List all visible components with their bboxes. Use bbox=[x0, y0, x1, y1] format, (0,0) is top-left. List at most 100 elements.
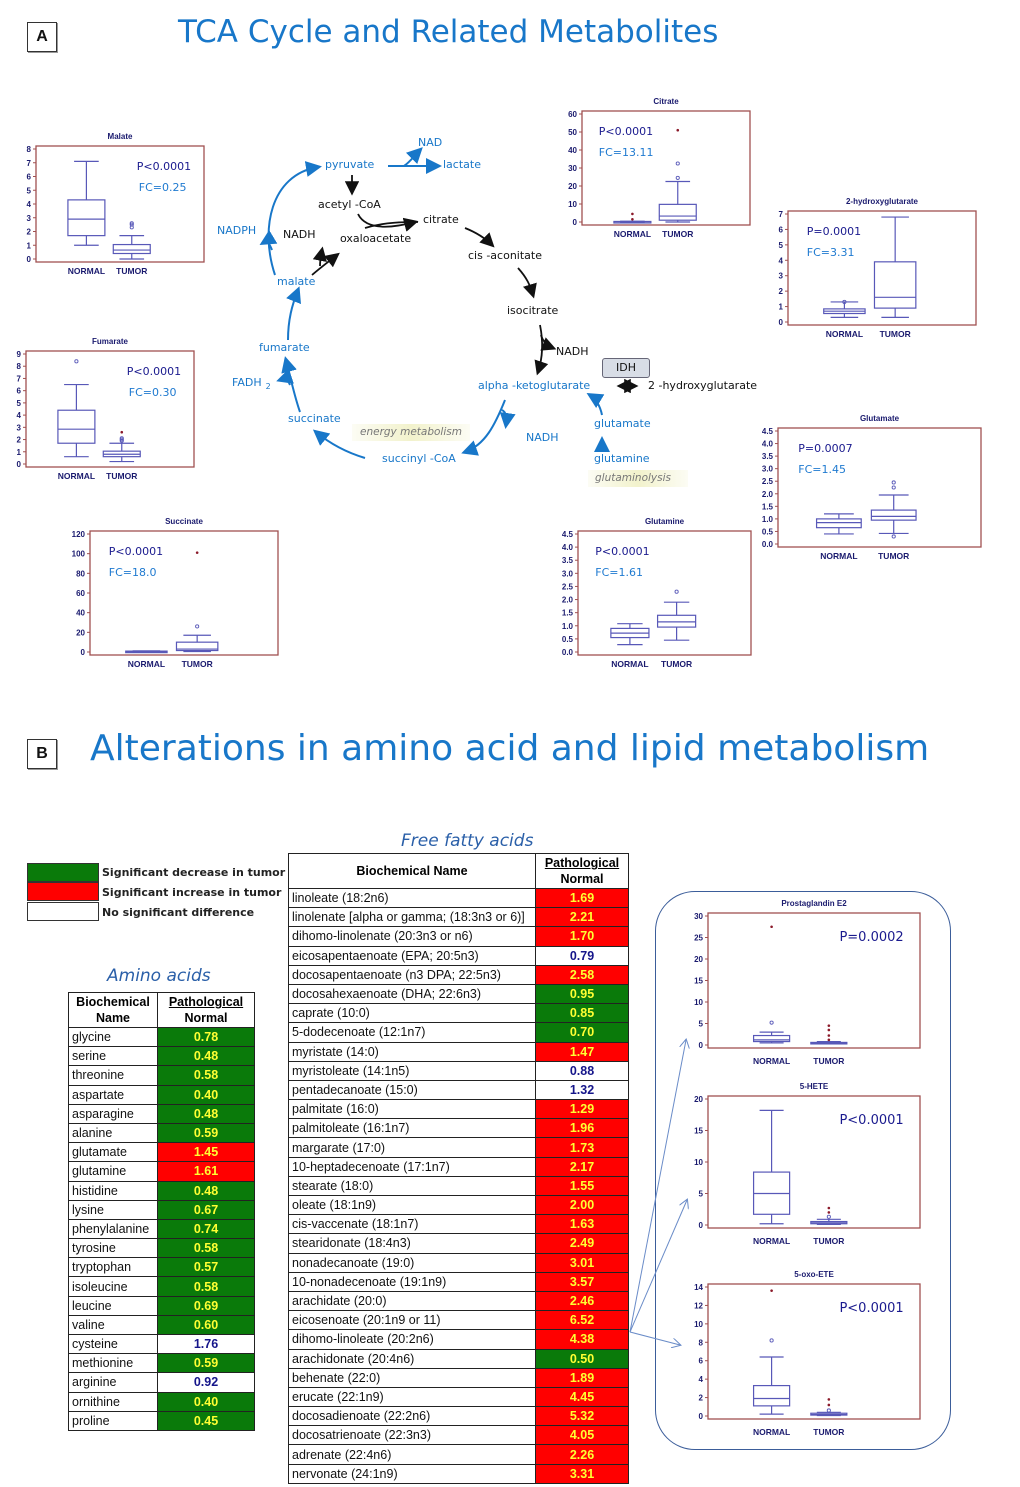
y-tick-label: 10 bbox=[694, 998, 703, 1007]
node-cis-aconitate: cis -aconitate bbox=[468, 249, 542, 262]
table-row: stearidonate (18:4n3)2.49 bbox=[288, 1233, 629, 1254]
y-tick-label: 50 bbox=[568, 128, 577, 137]
y-tick-label: 3 bbox=[17, 423, 22, 432]
legend-label-decrease: Significant decrease in tumor bbox=[102, 866, 286, 879]
table-row: erucate (22:1n9)4.45 bbox=[288, 1386, 629, 1408]
biochemical-name-cell: glycine bbox=[68, 1026, 158, 1048]
biochemical-name-cell: oleate (18:1n9) bbox=[288, 1194, 536, 1216]
plot-frame bbox=[777, 427, 982, 548]
ratio-cell-inc: 1.45 bbox=[157, 1142, 255, 1163]
outlier-far bbox=[631, 212, 634, 216]
table-row: palmitoleate (16:1n7)1.96 bbox=[288, 1118, 629, 1139]
arrow-malate-to-nadph bbox=[259, 229, 278, 251]
ratio-cell-dec: 0.95 bbox=[535, 983, 629, 1005]
box-tumor bbox=[102, 430, 141, 463]
y-tick-label: 6 bbox=[699, 1357, 704, 1366]
ratio-cell-inc: 2.49 bbox=[535, 1233, 629, 1254]
y-tick-label: 1.5 bbox=[762, 502, 774, 511]
biochemical-name-cell: myristate (14:0) bbox=[288, 1041, 536, 1062]
y-tick-label: 60 bbox=[568, 110, 577, 119]
biochemical-name-cell: docosapentaenoate (n3 DPA; 22:5n3) bbox=[288, 964, 536, 985]
biochemical-name-cell: nonadecanoate (19:0) bbox=[288, 1252, 536, 1273]
y-tick-label: 20 bbox=[76, 628, 85, 637]
ratio-cell-none: 0.79 bbox=[535, 945, 629, 966]
p-value: P<0.0001 bbox=[109, 545, 163, 558]
node-lactate: lactate bbox=[443, 158, 481, 171]
ratio-cell-inc: 2.00 bbox=[535, 1194, 629, 1216]
y-tick-label: 15 bbox=[694, 977, 703, 986]
y-tick-label: 3.0 bbox=[762, 465, 774, 474]
arrow-malate-to-pyruvate bbox=[267, 161, 322, 276]
biochemical-name-cell: aspartate bbox=[68, 1084, 158, 1105]
y-tick-label: 20 bbox=[694, 1095, 703, 1104]
box-normal bbox=[823, 299, 866, 318]
y-tick-label: 7 bbox=[779, 210, 784, 219]
table-row: nonadecanoate (19:0)3.01 bbox=[288, 1252, 629, 1273]
biochemical-name-cell: arachidonate (20:4n6) bbox=[288, 1348, 536, 1369]
node-citrate: citrate bbox=[423, 213, 459, 226]
plot-title: Glutamine bbox=[645, 517, 685, 526]
outlier bbox=[674, 589, 679, 594]
plot-title: Malate bbox=[108, 132, 133, 141]
biochemical-name-cell: linolenate [alpha or gamma; (18:3n3 or 6… bbox=[288, 907, 536, 928]
biochemical-name-cell: behenate (22:0) bbox=[288, 1367, 536, 1388]
plot-frame bbox=[787, 210, 977, 326]
ratio-cell-dec: 0.60 bbox=[157, 1314, 255, 1336]
x-category-label: NORMAL bbox=[614, 229, 651, 239]
node-oxaloacetate: oxaloacetate bbox=[340, 232, 412, 245]
ratio-cell-dec: 0.45 bbox=[157, 1410, 255, 1431]
outlier bbox=[891, 534, 896, 539]
plot-title: 2-hydroxyglutarate bbox=[846, 197, 919, 206]
y-tick-label: 0 bbox=[81, 648, 86, 657]
p-value: P<0.0001 bbox=[599, 125, 653, 138]
x-category-label: NORMAL bbox=[753, 1236, 790, 1246]
node-isocitrate: isocitrate bbox=[507, 304, 559, 317]
ratio-cell-inc: 1.70 bbox=[535, 926, 629, 947]
y-tick-label: 2.0 bbox=[562, 596, 574, 605]
plot-frame bbox=[35, 145, 205, 263]
iqr-box bbox=[175, 641, 219, 652]
box-tumor bbox=[658, 128, 697, 223]
plot-title: Glutamate bbox=[860, 414, 900, 423]
y-tick-label: 4 bbox=[779, 256, 784, 265]
node-glutamate: glutamate bbox=[594, 417, 651, 430]
y-tick-label: 5 bbox=[699, 1190, 704, 1199]
node-nadh-akg: NADH bbox=[526, 431, 559, 444]
y-tick-label: 4 bbox=[699, 1375, 704, 1384]
biochemical-name-cell: alanine bbox=[68, 1122, 158, 1144]
box-tumor bbox=[656, 589, 697, 641]
y-tick-label: 4.0 bbox=[762, 440, 774, 449]
arrow-akg-to-succinylcoa bbox=[461, 399, 506, 456]
y-tick-label: 9 bbox=[17, 350, 22, 359]
biochemical-name-cell: asparagine bbox=[68, 1103, 158, 1124]
boxplot-glutamate: Glutamate0.00.51.01.52.02.53.03.54.04.5N… bbox=[762, 414, 982, 561]
table-row: 10-heptadecenoate (17:1n7)2.17 bbox=[288, 1156, 629, 1177]
x-category-label: TUMOR bbox=[813, 1236, 844, 1246]
outlier bbox=[826, 1408, 831, 1413]
box-tumor bbox=[810, 1206, 848, 1225]
box-normal bbox=[125, 650, 168, 654]
biochemical-name-cell: arginine bbox=[68, 1372, 158, 1393]
x-category-label: NORMAL bbox=[753, 1056, 790, 1066]
column-header-name: Biochemical Name bbox=[288, 853, 536, 889]
outlier bbox=[891, 485, 896, 490]
table-row: stearate (18:0)1.55 bbox=[288, 1175, 629, 1197]
iqr-box bbox=[656, 614, 697, 628]
plot-title: 5-HETE bbox=[800, 1082, 829, 1091]
plot-frame bbox=[89, 530, 279, 656]
box-normal bbox=[752, 1109, 791, 1225]
